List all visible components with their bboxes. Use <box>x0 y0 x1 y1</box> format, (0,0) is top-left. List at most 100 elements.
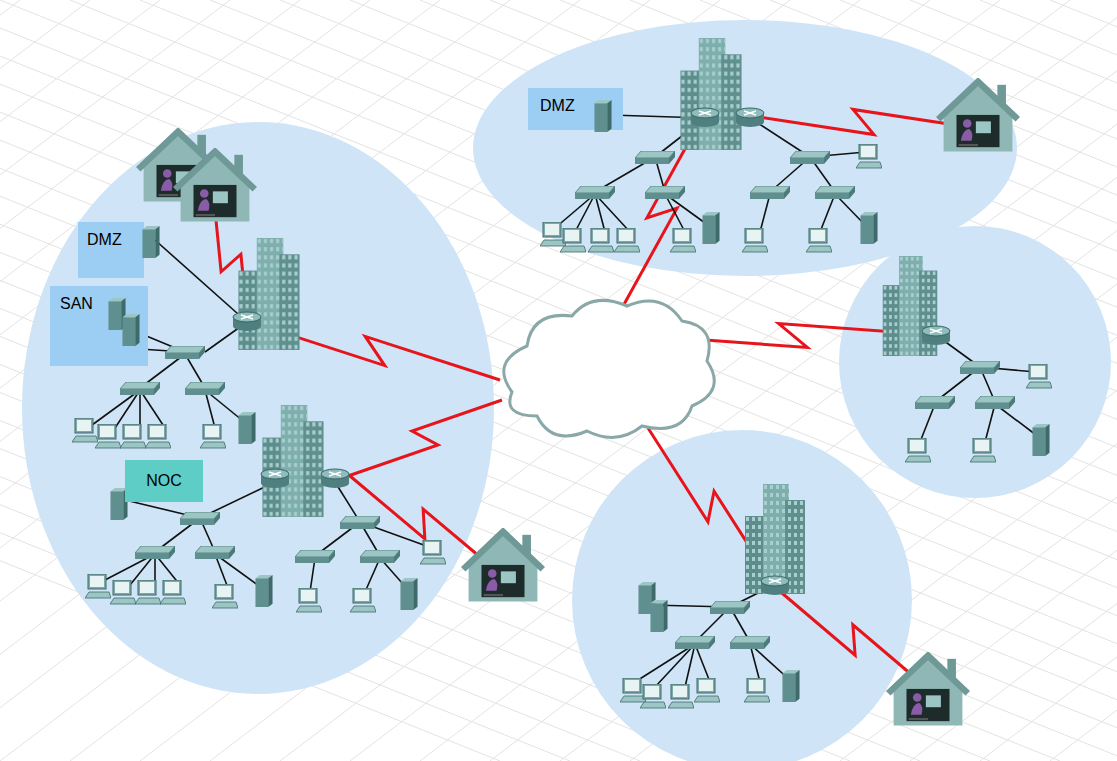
region-label: SAN <box>60 294 93 314</box>
server-icon <box>860 212 877 244</box>
router-icon <box>233 312 261 331</box>
lan-wire <box>140 390 165 428</box>
wan-cloud <box>504 300 714 437</box>
pc-icon <box>806 228 832 252</box>
pc-icon <box>560 228 586 252</box>
switch-icon <box>960 361 1000 374</box>
site-region <box>22 122 494 694</box>
pc-icon <box>670 228 696 252</box>
pc-icon <box>120 424 146 448</box>
lan-wire <box>750 644 760 682</box>
lan-wire <box>685 644 695 687</box>
lan-wire <box>595 194 630 232</box>
lan-wire <box>575 194 595 232</box>
pc-icon <box>668 684 694 708</box>
switch-icon <box>120 382 160 395</box>
switch-icon <box>915 396 955 409</box>
pc-icon <box>856 144 882 168</box>
office-building <box>262 405 323 517</box>
pc-icon <box>160 580 186 604</box>
server-icon <box>702 212 719 244</box>
switch-icon <box>295 550 335 563</box>
lan-wire <box>820 194 835 232</box>
lan-wire <box>92 390 140 425</box>
router-icon <box>321 469 349 488</box>
pc-icon <box>95 424 121 448</box>
noc-label-box: NOC <box>125 460 203 502</box>
server-icon <box>782 670 799 702</box>
server-icon <box>255 575 272 607</box>
lan-wire <box>655 644 695 687</box>
office-building <box>238 238 299 350</box>
pc-icon <box>588 228 614 252</box>
pc-icon <box>744 678 770 702</box>
lan-wire <box>985 404 995 442</box>
lan-wire <box>215 554 262 588</box>
pc-icon <box>296 588 322 612</box>
lan-wire <box>695 644 710 682</box>
switch-icon <box>575 186 615 199</box>
site-region <box>839 226 1111 498</box>
pc-icon <box>110 580 136 604</box>
lan-wire <box>205 390 215 428</box>
pc-icon <box>970 438 996 462</box>
network-devices <box>70 38 1052 725</box>
switch-icon <box>180 512 220 525</box>
switch-icon <box>340 516 380 529</box>
pc-icon <box>614 228 640 252</box>
switch-icon <box>815 186 855 199</box>
lan-wire <box>365 558 380 592</box>
wan-links <box>215 109 975 692</box>
pc-icon <box>85 574 111 598</box>
pc-icon <box>640 684 666 708</box>
pc-icon <box>1026 364 1052 388</box>
server-icon <box>142 226 159 258</box>
home-office <box>888 656 968 726</box>
switch-icon <box>165 346 205 359</box>
home-office <box>463 532 543 602</box>
pc-icon <box>694 678 720 702</box>
pc-icon <box>72 418 98 442</box>
server-icon <box>1032 424 1049 456</box>
site-region <box>572 430 912 761</box>
office-building <box>745 484 805 594</box>
region-label: DMZ <box>540 96 575 116</box>
region-label: DMZ <box>87 230 122 250</box>
switch-icon <box>135 546 175 559</box>
san-label-box: SAN <box>50 286 148 366</box>
switch-icon <box>675 636 715 649</box>
pc-icon <box>212 584 238 608</box>
pc-icon <box>540 222 566 246</box>
grid-line <box>0 0 510 761</box>
pc-icon <box>742 228 768 252</box>
pc-icon <box>350 588 376 612</box>
switch-icon <box>360 550 400 563</box>
router-icon <box>922 326 950 345</box>
switch-icon <box>730 636 770 649</box>
switch-icon <box>975 396 1015 409</box>
pc-icon <box>905 438 931 462</box>
lan-wire <box>920 404 935 442</box>
lan-wire <box>760 194 770 232</box>
switch-icon <box>195 546 235 559</box>
lan-wire <box>310 558 315 592</box>
dmz-label-box: DMZ <box>528 88 623 130</box>
server-icon <box>400 578 417 610</box>
pc-icon <box>135 580 161 604</box>
lan-wire <box>139 390 141 428</box>
switch-icon <box>635 151 675 164</box>
switch-icon <box>790 151 830 164</box>
lan-wire <box>665 194 685 232</box>
